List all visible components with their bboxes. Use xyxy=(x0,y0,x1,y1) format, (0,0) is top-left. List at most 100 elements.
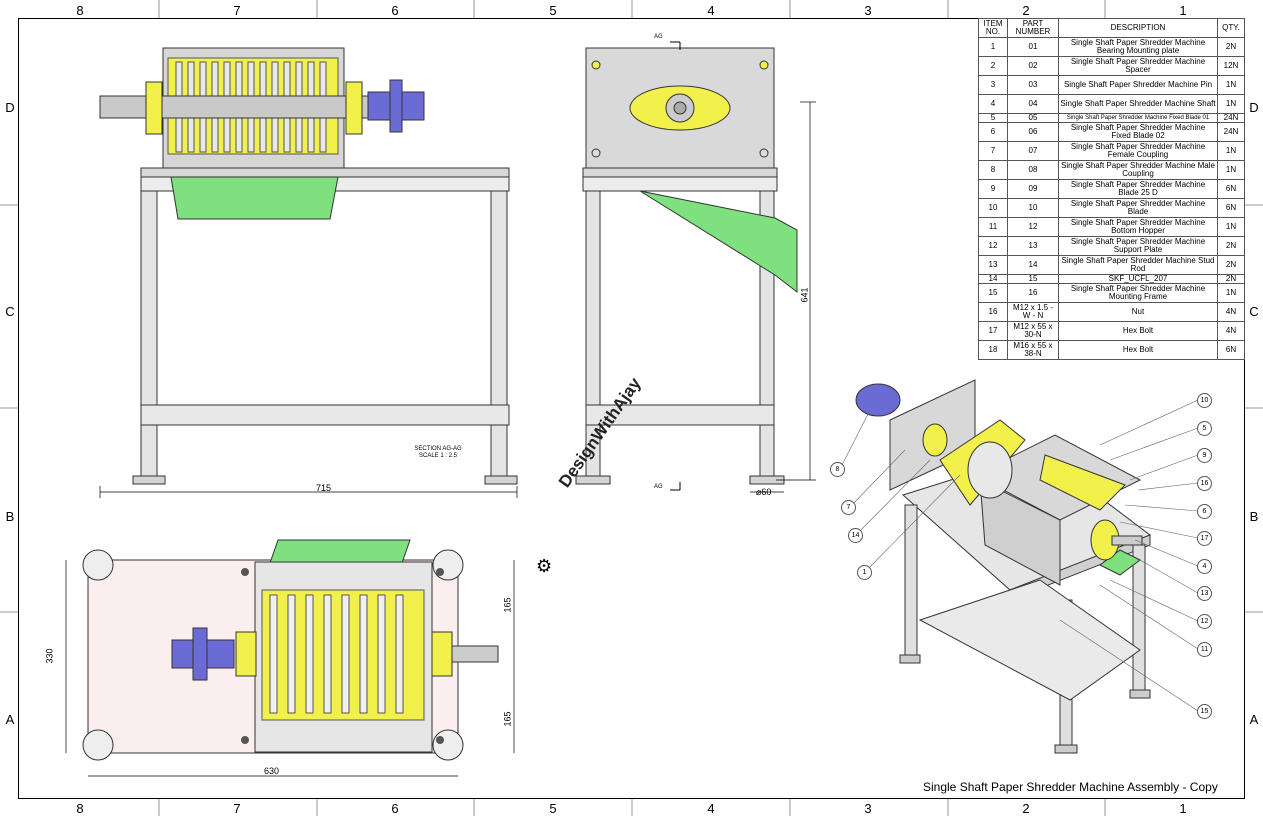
front-section-view xyxy=(99,47,518,485)
bom-cell-qty: 6N xyxy=(1217,179,1245,199)
bom-cell-desc: Single Shaft Paper Shredder Machine Moun… xyxy=(1058,283,1218,303)
section-marker-top: AG xyxy=(654,34,663,40)
dimension-top-half-lower: 165 xyxy=(502,711,513,727)
bom-cell-part: 03 xyxy=(1007,75,1059,95)
bom-cell-qty: 1N xyxy=(1217,75,1245,95)
section-marker-bottom: AG xyxy=(654,484,663,490)
bom-cell-desc: Single Shaft Paper Shredder Machine Fema… xyxy=(1058,141,1218,161)
bom-cell-part: 09 xyxy=(1007,179,1059,199)
zone-col-label: 7 xyxy=(233,3,241,18)
item-balloon: 14 xyxy=(848,528,863,543)
zone-col-label: 4 xyxy=(707,801,715,816)
zone-col-label: 3 xyxy=(864,3,872,18)
bom-cell-part: 16 xyxy=(1007,283,1059,303)
item-balloon: 17 xyxy=(1197,531,1212,546)
item-balloon: 4 xyxy=(1197,559,1212,574)
bom-cell-part: 15 xyxy=(1007,274,1059,284)
bom-cell-part: 01 xyxy=(1007,37,1059,57)
bom-header-part: PART NUMBER xyxy=(1007,18,1059,38)
leader-lines xyxy=(839,399,1199,712)
bom-cell-part: 06 xyxy=(1007,122,1059,142)
item-balloon: 5 xyxy=(1197,421,1212,436)
dimension-top-width: 630 xyxy=(264,766,280,776)
item-balloon: 8 xyxy=(830,462,845,477)
bom-cell-desc: Single Shaft Paper Shredder Machine Bott… xyxy=(1058,217,1218,237)
section-scale: SCALE 1 : 2.5 xyxy=(418,453,458,459)
bom-cell-part: M12 x 1.5 - W - N xyxy=(1007,302,1059,322)
item-balloon: 13 xyxy=(1197,586,1212,601)
zone-col-label: 8 xyxy=(76,3,84,18)
bom-cell-qty: 6N xyxy=(1217,198,1245,218)
bom-header-row: ITEM NO. PART NUMBER DESCRIPTION QTY. xyxy=(978,18,1245,38)
zone-row-label: C xyxy=(5,304,15,319)
bom-cell-part: 12 xyxy=(1007,217,1059,237)
item-balloon: 7 xyxy=(841,500,856,515)
bom-cell-part: 08 xyxy=(1007,160,1059,180)
dimension-top-depth: 330 xyxy=(44,648,55,664)
bom-cell-qty: 12N xyxy=(1217,56,1245,76)
bom-cell-item: 5 xyxy=(978,113,1008,123)
bom-cell-qty: 2N xyxy=(1217,274,1245,284)
bom-header-qty: QTY. xyxy=(1217,18,1245,38)
zone-col-label: 6 xyxy=(391,801,399,816)
zone-col-label: 5 xyxy=(549,3,557,18)
bom-cell-part: 02 xyxy=(1007,56,1059,76)
drawing-border xyxy=(18,18,1245,799)
zone-col-label: 7 xyxy=(233,801,241,816)
section-view-label: SECTION AG-AG SCALE 1 : 2.5 xyxy=(408,446,468,460)
bom-cell-item: 14 xyxy=(978,274,1008,284)
zone-col-label: 8 xyxy=(76,801,84,816)
section-name: SECTION AG-AG xyxy=(414,446,462,452)
side-view xyxy=(575,41,798,491)
bom-cell-item: 18 xyxy=(978,340,1008,360)
zone-col-label: 2 xyxy=(1022,3,1030,18)
isometric-view xyxy=(855,379,1152,754)
bom-cell-desc: Single Shaft Paper Shredder Machine Stud… xyxy=(1058,255,1218,275)
bom-cell-desc: Hex Bolt xyxy=(1058,340,1218,360)
bom-cell-qty: 4N xyxy=(1217,321,1245,341)
bom-cell-desc: SKF_UCFL_207 xyxy=(1058,274,1218,284)
bom-cell-desc: Single Shaft Paper Shredder Machine Bear… xyxy=(1058,37,1218,57)
zone-row-label: B xyxy=(1249,509,1259,524)
bom-cell-item: 7 xyxy=(978,141,1008,161)
bom-cell-part: 07 xyxy=(1007,141,1059,161)
bom-cell-item: 13 xyxy=(978,255,1008,275)
bom-cell-item: 6 xyxy=(978,122,1008,142)
bom-cell-desc: Single Shaft Paper Shredder Machine Fixe… xyxy=(1058,113,1218,123)
bom-cell-desc: Single Shaft Paper Shredder Machine Blad… xyxy=(1058,198,1218,218)
bom-cell-item: 1 xyxy=(978,37,1008,57)
bom-cell-qty: 1N xyxy=(1217,217,1245,237)
bom-cell-qty: 2N xyxy=(1217,236,1245,256)
bom-cell-item: 2 xyxy=(978,56,1008,76)
zone-col-label: 3 xyxy=(864,801,872,816)
zone-row-label: D xyxy=(1249,100,1259,115)
top-view xyxy=(82,539,499,761)
bom-cell-qty: 1N xyxy=(1217,94,1245,114)
zone-row-label: A xyxy=(5,712,15,727)
item-balloon: 9 xyxy=(1197,448,1212,463)
item-balloon: 1 xyxy=(857,565,872,580)
bom-cell-item: 4 xyxy=(978,94,1008,114)
bom-cell-qty: 24N xyxy=(1217,122,1245,142)
bom-cell-desc: Single Shaft Paper Shredder Machine Shaf… xyxy=(1058,94,1218,114)
dimension-side-height: 641 xyxy=(799,287,810,303)
dimension-top-half-upper: 165 xyxy=(502,597,513,613)
zone-row-label: A xyxy=(1249,712,1259,727)
drawing-title: Single Shaft Paper Shredder Machine Asse… xyxy=(923,780,1218,794)
bom-cell-desc: Single Shaft Paper Shredder Machine Pin xyxy=(1058,75,1218,95)
bom-cell-desc: Hex Bolt xyxy=(1058,321,1218,341)
